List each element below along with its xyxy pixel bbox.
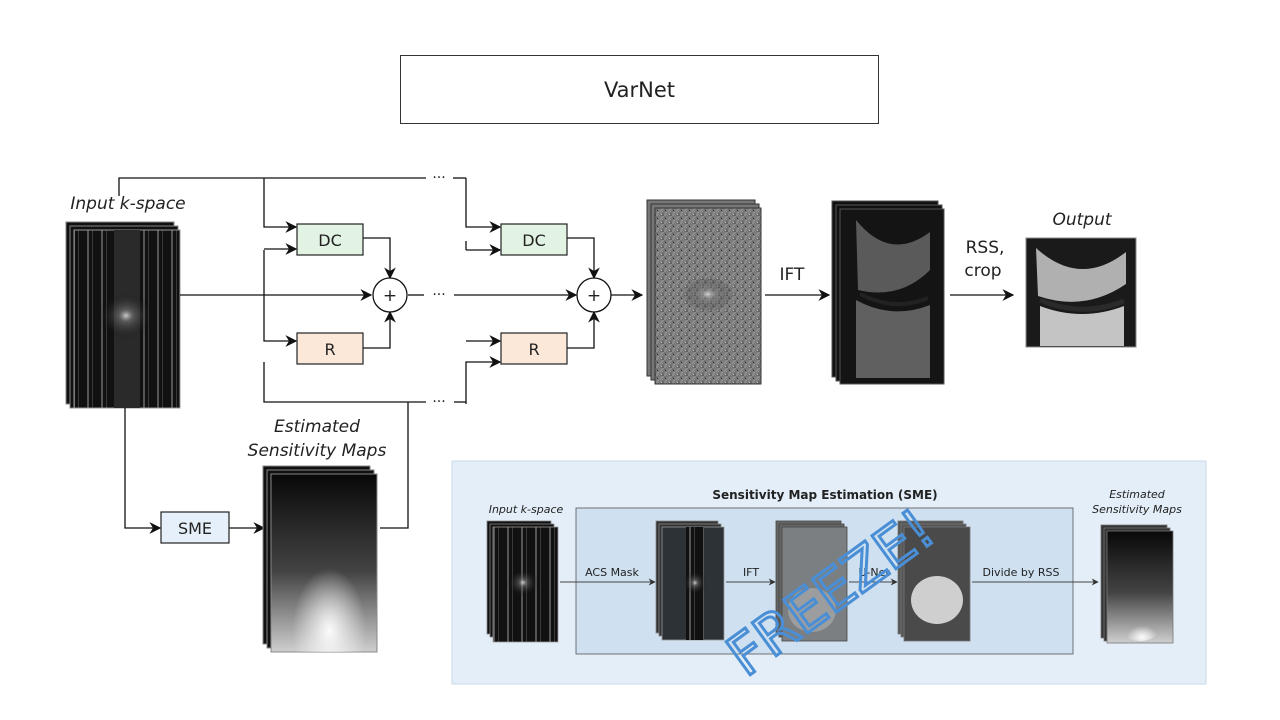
coil-image-stack [831, 200, 945, 385]
inset-estimated-line2: Sensitivity Maps [1092, 503, 1182, 516]
svg-text:+: + [587, 286, 601, 306]
title-box: VarNet [400, 55, 879, 124]
ift-label: IFT [780, 265, 805, 285]
svg-text:R: R [324, 340, 335, 359]
connector-lines [118, 177, 1015, 534]
estimated-label-line2: Sensitivity Maps [248, 441, 387, 461]
ellipsis-bottom: ··· [432, 394, 445, 410]
inset-divide-label: Divide by RSS [983, 566, 1060, 579]
svg-text:R: R [528, 340, 539, 359]
svg-text:+: + [383, 286, 397, 306]
ellipsis-top: ··· [432, 170, 445, 186]
svg-text:SME: SME [178, 519, 212, 538]
inset-input-kspace-stack [486, 520, 559, 643]
estimated-label-line1: Estimated [274, 417, 360, 437]
dc-block-1: DC [296, 223, 364, 256]
output-image [1025, 237, 1137, 348]
sensitivity-maps-stack [262, 465, 378, 653]
sum-node-2: + [576, 277, 612, 313]
inset-acs-label: ACS Mask [585, 566, 639, 579]
inset-input-label: Input k-space [489, 503, 564, 516]
sum-node-1: + [372, 277, 408, 313]
inset-ift-images-stack [775, 520, 848, 642]
output-label: Output [1052, 210, 1112, 230]
reconstructed-kspace-stack [646, 199, 762, 385]
sme-block: SME [160, 511, 230, 544]
input-kspace-stack [65, 221, 181, 409]
inset-unet-label: U-Net [858, 566, 890, 579]
inset-estimated-line1: Estimated [1109, 488, 1166, 501]
rss-label-line1: RSS, [966, 238, 1005, 258]
r-block-1: R [296, 332, 364, 365]
inset-estimated-maps-stack [1100, 524, 1174, 644]
r-block-2: R [500, 332, 568, 365]
inset-title: Sensitivity Map Estimation (SME) [712, 488, 937, 502]
inset-unet-output-stack [897, 520, 971, 642]
svg-text:DC: DC [318, 231, 342, 250]
inset-ift-label: IFT [743, 566, 759, 579]
svg-text:DC: DC [522, 231, 546, 250]
diagram-title: VarNet [603, 77, 676, 102]
input-kspace-label: Input k-space [70, 194, 185, 214]
rss-label-line2: crop [964, 261, 1001, 281]
inset-masked-kspace-stack [655, 520, 725, 641]
dc-block-2: DC [500, 223, 568, 256]
ellipsis-middle: ··· [432, 287, 445, 303]
